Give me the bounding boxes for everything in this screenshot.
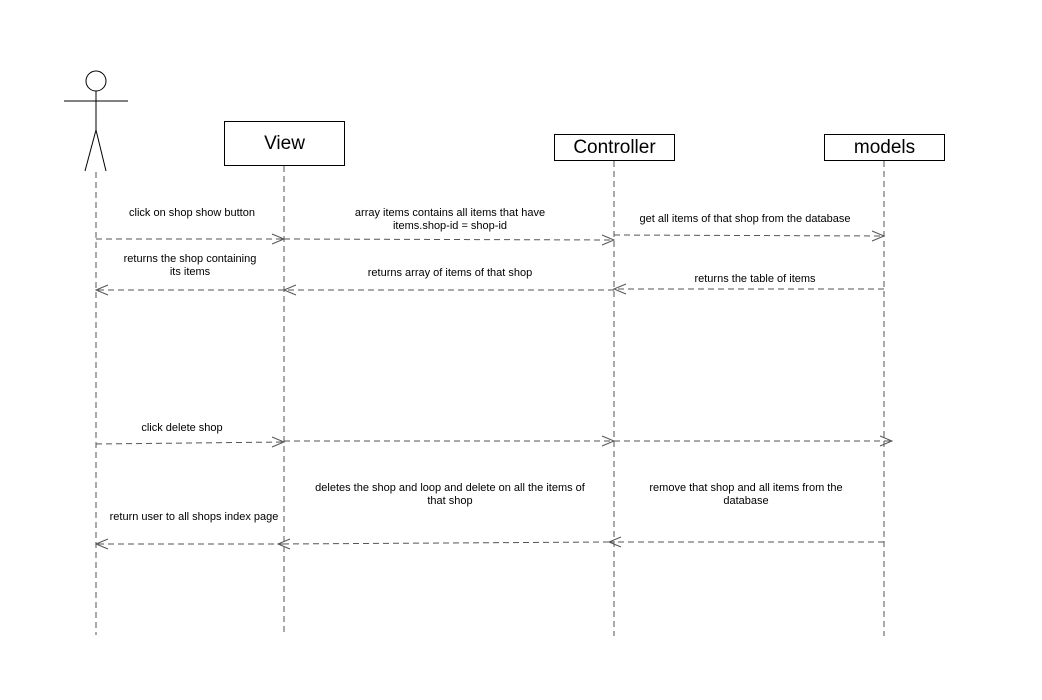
message-arrow-12	[94, 538, 284, 550]
participant-view-label: View	[264, 132, 305, 154]
message-arrow-1	[96, 233, 286, 245]
message-label-10: return user to all shops index page	[109, 511, 279, 523]
participant-controller-label: Controller	[573, 136, 656, 158]
message-arrow-3	[613, 230, 886, 242]
message-arrow-8	[284, 435, 616, 447]
message-label-4: returns the table of items	[694, 273, 816, 285]
message-label-2: array items contains all items that have…	[354, 207, 546, 232]
message-arrow-4	[612, 283, 884, 295]
message-label-8: remove that shop and all items from the …	[649, 482, 843, 507]
message-label-9: deletes the shop and loop and delete on …	[315, 482, 585, 507]
message-arrow-9	[614, 435, 894, 447]
actor-figure	[64, 70, 128, 172]
participant-view: View	[224, 121, 345, 166]
message-arrow-6	[94, 284, 284, 296]
message-arrow-7	[95, 436, 286, 448]
message-label-3: get all items of that shop from the data…	[639, 213, 851, 225]
participant-models: models	[824, 134, 945, 161]
message-arrow-2	[283, 234, 616, 246]
participant-controller: Controller	[554, 134, 675, 161]
message-arrow-10	[607, 536, 884, 548]
message-arrow-5	[282, 284, 614, 296]
message-label-7: click delete shop	[141, 422, 223, 434]
message-arrow-11	[276, 538, 610, 550]
message-label-1: click on shop show button	[129, 207, 255, 219]
participant-models-label: models	[853, 136, 916, 158]
message-label-5: returns array of items of that shop	[367, 267, 533, 279]
message-label-6: returns the shop containing its items	[123, 253, 257, 278]
